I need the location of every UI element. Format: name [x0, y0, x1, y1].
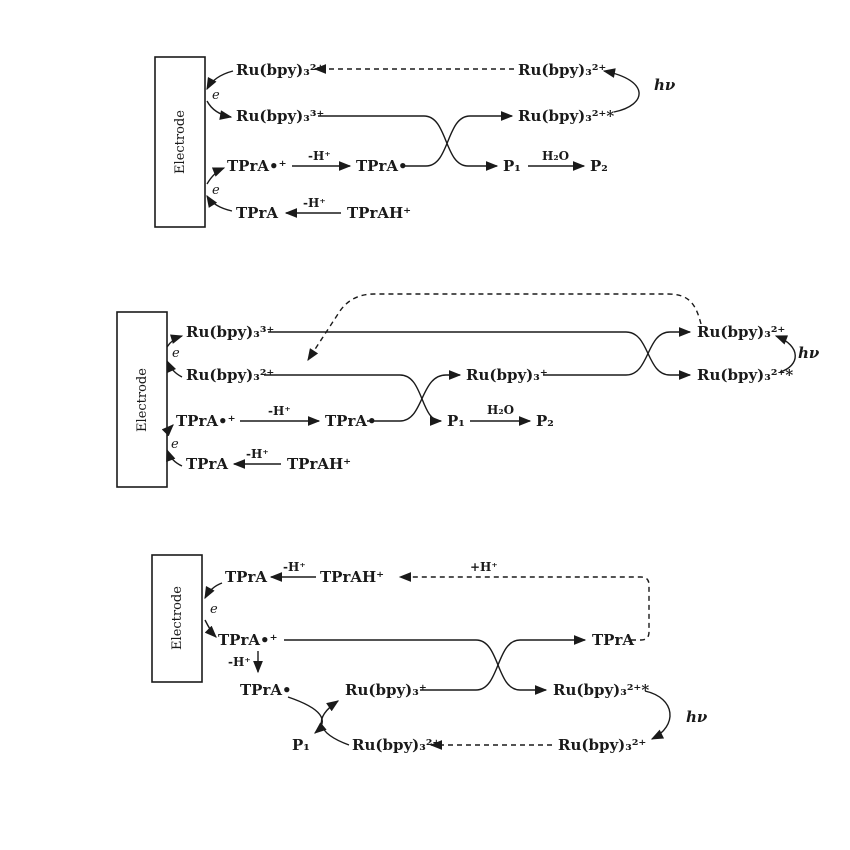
scheme-1: Electrode e e Ru(bpy)₃²⁺ Ru(bpy)₃³⁺ TPrA… [154, 56, 676, 228]
label-tpra: TPrA [186, 455, 228, 473]
label-ru2: Ru(bpy)₃²⁺ [697, 323, 785, 341]
electrode-to-tpra-cation-arrow [204, 619, 217, 638]
label-ru2-excited: Ru(bpy)₃²⁺* [697, 366, 793, 384]
label-ru1: Ru(bpy)₃⁺ [345, 681, 427, 699]
electrode-box [154, 56, 206, 228]
electron-label: e [212, 183, 220, 198]
label-h2o: H₂O [542, 149, 569, 163]
label-tpra: TPrA [225, 568, 267, 586]
label-minus-h: -H⁺ [303, 196, 326, 210]
hv-emission-arrow [644, 690, 671, 740]
label-tpra-radical: TPrA• [240, 681, 292, 699]
label-minus-h: -H⁺ [308, 149, 331, 163]
tpra-to-electrode-arrow [206, 194, 233, 212]
electrode-box [151, 554, 203, 683]
label-ru3: Ru(bpy)₃³⁺ [186, 323, 274, 341]
tpra-radical-cross-to-ru2-excited-arrow [402, 111, 514, 167]
electron-label: e [171, 437, 179, 452]
scheme-2: Electrode e e Ru(bpy)₃³⁺ Ru(bpy)₃²⁺ TPrA… [116, 293, 820, 488]
label-p1: P₁ [503, 157, 521, 175]
ru3-cross-to-p1-arrow [318, 115, 499, 171]
ru1-cross-to-ru2-arrow [543, 327, 692, 376]
tpra-to-electrode-arrow [204, 582, 223, 600]
scheme-3: Electrode e TPrA TPrAH⁺ TPrA•⁺ TPrA TPrA… [151, 554, 708, 754]
electrode-label: Electrode [170, 586, 185, 650]
label-minus-h: -H⁺ [246, 447, 269, 461]
ru2-cross-to-p1-arrow [264, 374, 443, 426]
label-p1: P₁ [292, 736, 310, 754]
label-tpra-radical: TPrA• [356, 157, 408, 175]
label-h2o: H₂O [487, 403, 514, 417]
label-hv: hν [654, 76, 676, 94]
tpra-radical-cross-to-ru1-arrow [367, 370, 462, 422]
label-ru2: Ru(bpy)₃²⁺ [352, 736, 440, 754]
electrode-to-tpra-cation-arrow [206, 167, 226, 185]
electron-label: e [212, 88, 220, 103]
label-minus-h: -H⁺ [228, 655, 251, 669]
label-ru2-excited: Ru(bpy)₃²⁺* [518, 107, 614, 125]
ru2-to-electrode-arrow [206, 70, 234, 91]
label-ru2: Ru(bpy)₃²⁺ [186, 366, 274, 384]
electrode-to-ru3-arrow [166, 334, 184, 348]
label-tpra: TPrA [236, 204, 278, 222]
label-tpra: TPrA [592, 631, 634, 649]
label-tpra-radical-cation: TPrA•⁺ [176, 412, 236, 430]
label-ru2: Ru(bpy)₃²⁺ [558, 736, 646, 754]
label-p1: P₁ [447, 412, 465, 430]
label-ru2: Ru(bpy)₃²⁺ [236, 61, 324, 79]
label-tpra-radical-cation: TPrA•⁺ [218, 631, 278, 649]
electrode-to-tpra-cation-arrow [161, 424, 174, 437]
tpra-radical-cross-to-p1-arrow [287, 696, 327, 734]
electron-label: e [172, 346, 180, 361]
hv-emission-arrow [774, 335, 796, 373]
label-tprah: TPrAH⁺ [347, 204, 411, 222]
tpra-to-electrode-arrow [166, 448, 183, 467]
label-tpra-radical: TPrA• [325, 412, 377, 430]
ru2-cross-to-ru1-arrow [320, 700, 350, 746]
ru1-cross-to-tpra-arrow [420, 635, 587, 691]
label-minus-h: -H⁺ [283, 560, 306, 574]
label-hv: hν [686, 708, 708, 726]
label-tpra-radical-cation: TPrA•⁺ [227, 157, 287, 175]
electrode-box [116, 311, 168, 488]
hv-emission-arrow [602, 68, 640, 113]
label-minus-h: -H⁺ [268, 404, 291, 418]
label-plus-h: +H⁺ [470, 560, 498, 574]
electrode-label: Electrode [135, 368, 150, 432]
electrode-to-ru3-arrow [206, 100, 233, 120]
label-p2: P₂ [590, 157, 608, 175]
tpra-reprotonation-dashed-arrow [398, 572, 650, 641]
label-p2: P₂ [536, 412, 554, 430]
label-hv: hν [798, 344, 820, 362]
label-ru2: Ru(bpy)₃²⁺ [518, 61, 606, 79]
label-ru3: Ru(bpy)₃³⁺ [236, 107, 324, 125]
label-ru2-excited: Ru(bpy)₃²⁺* [553, 681, 649, 699]
ru2-to-electrode-arrow [166, 359, 183, 378]
label-tprah: TPrAH⁺ [287, 455, 351, 473]
label-tprah: TPrAH⁺ [320, 568, 384, 586]
electron-label: e [210, 602, 218, 617]
ru2-recycle-dashed-arrow [307, 293, 702, 362]
electrode-label: Electrode [173, 110, 188, 174]
label-ru1: Ru(bpy)₃⁺ [466, 366, 548, 384]
